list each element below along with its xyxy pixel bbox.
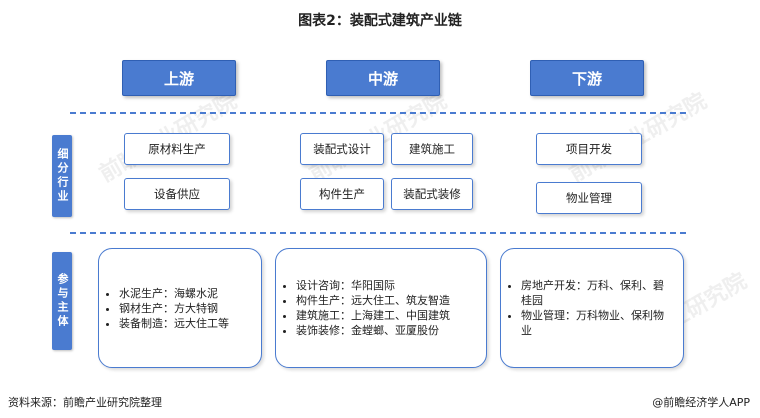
list-item: 构件生产：远大住工、筑友智造 bbox=[296, 293, 450, 308]
segment-construction: 建筑施工 bbox=[391, 133, 473, 165]
row-label-participants: 参与主体 bbox=[52, 252, 72, 350]
segment-prefab-decoration: 装配式装修 bbox=[391, 178, 473, 210]
segment-prefab-design: 装配式设计 bbox=[300, 133, 384, 165]
segment-property-management: 物业管理 bbox=[536, 182, 642, 214]
segment-component-production: 构件生产 bbox=[300, 178, 384, 210]
source-note: 资料来源：前瞻产业研究院整理 bbox=[8, 396, 162, 409]
list-item: 水泥生产：海螺水泥 bbox=[119, 286, 229, 301]
brand-credit: @前瞻经济学人APP bbox=[652, 396, 750, 409]
page-title: 图表2：装配式建筑产业链 bbox=[298, 13, 462, 29]
segment-project-development: 项目开发 bbox=[536, 133, 642, 165]
list-item: 钢材生产：方大特钢 bbox=[119, 301, 229, 316]
list-item: 房地产开发：万科、保利、碧桂园 bbox=[521, 278, 671, 308]
column-header-upstream: 上游 bbox=[122, 60, 236, 96]
list-item: 设计咨询：华阳国际 bbox=[296, 278, 450, 293]
divider-top bbox=[70, 112, 686, 114]
row-label-segments: 细分行业 bbox=[52, 135, 72, 217]
column-header-midstream: 中游 bbox=[326, 60, 440, 96]
participants-downstream-panel: 房地产开发：万科、保利、碧桂园 物业管理：万科物业、保利物业 bbox=[500, 248, 684, 368]
segment-raw-materials: 原材料生产 bbox=[124, 133, 230, 165]
participants-midstream-panel: 设计咨询：华阳国际 构件生产：远大住工、筑友智造 建筑施工：上海建工、中国建筑 … bbox=[275, 248, 487, 368]
column-header-downstream: 下游 bbox=[530, 60, 644, 96]
segment-equipment-supply: 设备供应 bbox=[124, 178, 230, 210]
divider-middle bbox=[70, 232, 686, 234]
list-item: 装饰装修：金螳螂、亚厦股份 bbox=[296, 323, 450, 338]
list-item: 物业管理：万科物业、保利物业 bbox=[521, 308, 671, 338]
participants-upstream-panel: 水泥生产：海螺水泥 钢材生产：方大特钢 装备制造：远大住工等 bbox=[98, 248, 262, 368]
list-item: 装备制造：远大住工等 bbox=[119, 316, 229, 331]
list-item: 建筑施工：上海建工、中国建筑 bbox=[296, 308, 450, 323]
